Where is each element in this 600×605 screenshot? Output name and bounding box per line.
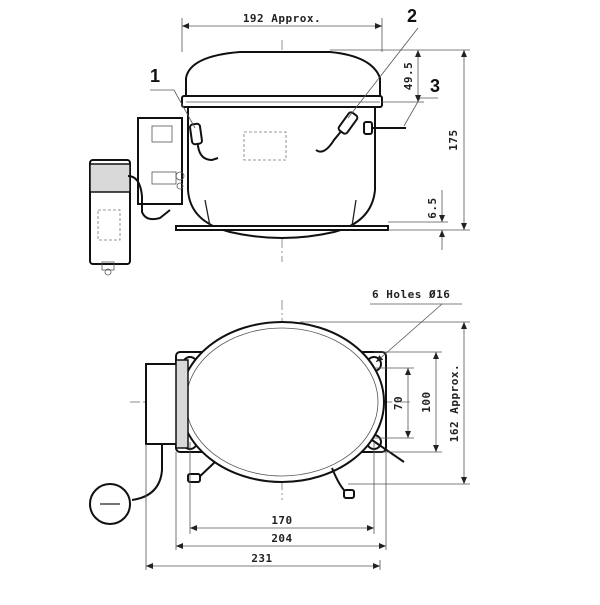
dim-170-label: 170 (271, 514, 292, 527)
dim-100-label: 100 (420, 391, 433, 412)
top-view: 6 Holes Ø16 70 100 162 Approx. 170 204 2 (89, 288, 470, 570)
front-view: 192 Approx. 49.5 175 6.5 1 2 3 (89, 6, 470, 276)
tube-3-collar (363, 121, 373, 135)
tube-2 (315, 117, 353, 153)
top-relay-cable (131, 444, 163, 501)
relay-pin-icon (104, 268, 112, 276)
callout-1-leader (150, 89, 196, 129)
callout-2: 2 (407, 6, 417, 26)
top-tube-2-cap (343, 489, 355, 499)
terminal-box (137, 117, 183, 205)
shell-flange (181, 95, 383, 108)
callout-2-leader (347, 27, 419, 119)
callout-3: 3 (430, 76, 440, 96)
start-relay-inner (97, 209, 121, 241)
terminal-cover (151, 125, 173, 143)
dim-49-5-label: 49.5 (402, 62, 415, 91)
dim-70-label: 70 (392, 396, 405, 410)
dim-192-label: 192 Approx. (243, 12, 321, 25)
shell-body (187, 106, 376, 239)
callout-1: 1 (150, 66, 160, 86)
terminal-clamp (151, 171, 177, 185)
base-plate (175, 225, 389, 231)
terminal-screw-icon-2 (176, 182, 184, 190)
holes-note: 6 Holes Ø16 (372, 288, 450, 301)
dim-231-label: 231 (251, 552, 272, 565)
dim-6-5-label: 6.5 (426, 197, 439, 218)
tube-1 (195, 127, 219, 162)
top-tube-3 (371, 439, 405, 463)
dim-204-label: 204 (271, 532, 292, 545)
dim-162-label: 162 Approx. (448, 364, 461, 442)
label-plate (243, 131, 287, 161)
holes-leader (375, 303, 443, 363)
shell-dome (185, 51, 381, 99)
foot-right (351, 199, 357, 227)
foot-left (204, 199, 211, 227)
dim-175-label: 175 (447, 129, 460, 150)
start-relay-top (89, 163, 131, 193)
tube-1-cap (189, 122, 203, 146)
callout-3-leader (403, 97, 438, 127)
top-shell (179, 321, 385, 483)
relay-cable (127, 175, 171, 221)
top-tube-1-cap (187, 473, 201, 483)
relay-connector (101, 261, 115, 271)
tube-2-cap (337, 111, 359, 135)
top-terminal-clip (175, 359, 189, 449)
